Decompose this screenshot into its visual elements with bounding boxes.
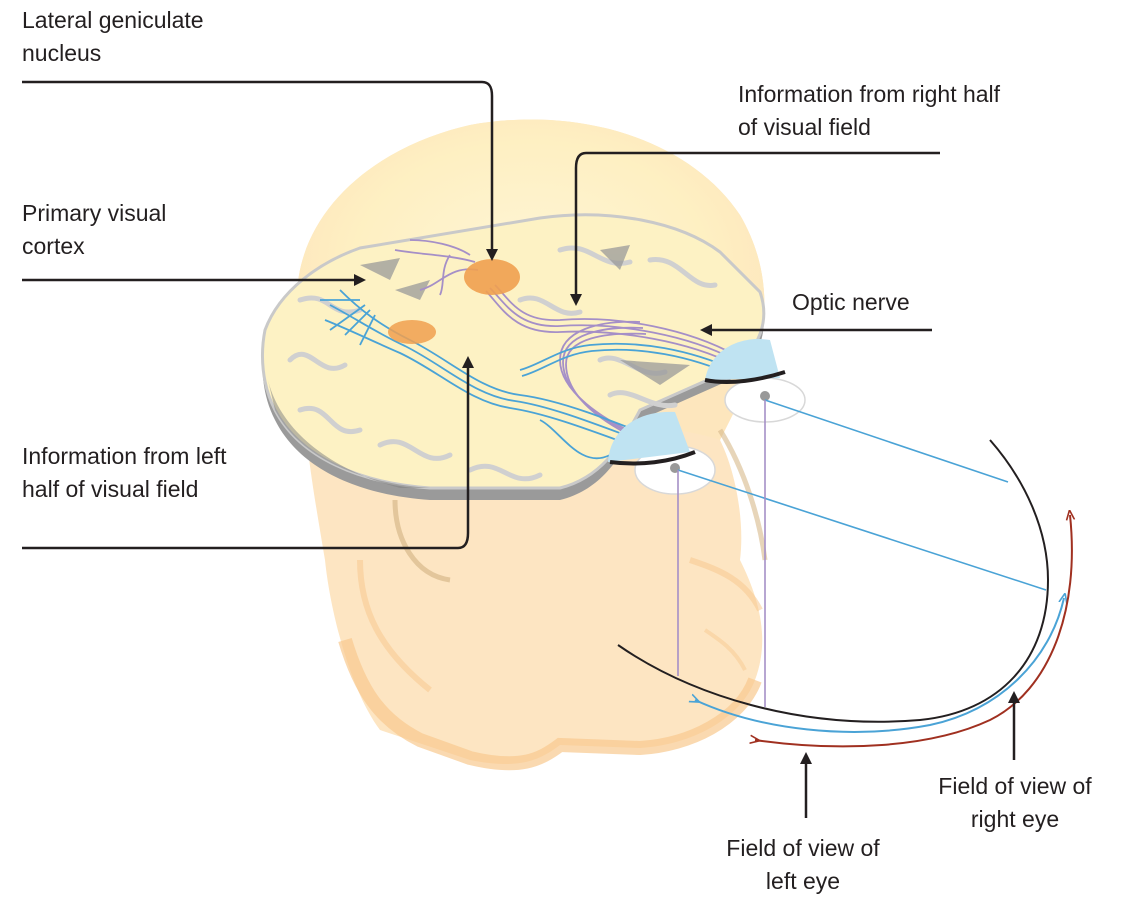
lgn-label-line1: Lateral geniculate — [22, 4, 204, 37]
lgn-right — [464, 259, 520, 295]
lgn-label-line2: nucleus — [22, 37, 204, 70]
right-half-label-line1: Information from right half — [738, 78, 1000, 111]
optic-nerve-label: Optic nerve — [792, 286, 910, 319]
fov-right-label: Field of view of right eye — [920, 770, 1110, 836]
lgn-label: Lateral geniculate nucleus — [22, 4, 204, 70]
lgn-left — [388, 320, 436, 344]
right-half-label-line2: of visual field — [738, 111, 1000, 144]
fov-right-label-line1: Field of view of — [920, 770, 1110, 803]
fov-left-label-line1: Field of view of — [708, 832, 898, 865]
primary-cortex-label-line2: cortex — [22, 230, 166, 263]
primary-cortex-label: Primary visual cortex — [22, 197, 166, 263]
fov-left-label-line2: left eye — [708, 865, 898, 897]
optic-nerve-label-line1: Optic nerve — [792, 286, 910, 319]
right-half-label: Information from right half of visual fi… — [738, 78, 1000, 144]
primary-cortex-label-line1: Primary visual — [22, 197, 166, 230]
left-half-label: Information from left half of visual fie… — [22, 440, 227, 506]
right-eye-fov-arc — [755, 515, 1072, 746]
left-half-label-line1: Information from left — [22, 440, 227, 473]
fov-left-label: Field of view of left eye — [708, 832, 898, 897]
fov-right-label-line2: right eye — [920, 803, 1110, 836]
left-half-label-line2: half of visual field — [22, 473, 227, 506]
